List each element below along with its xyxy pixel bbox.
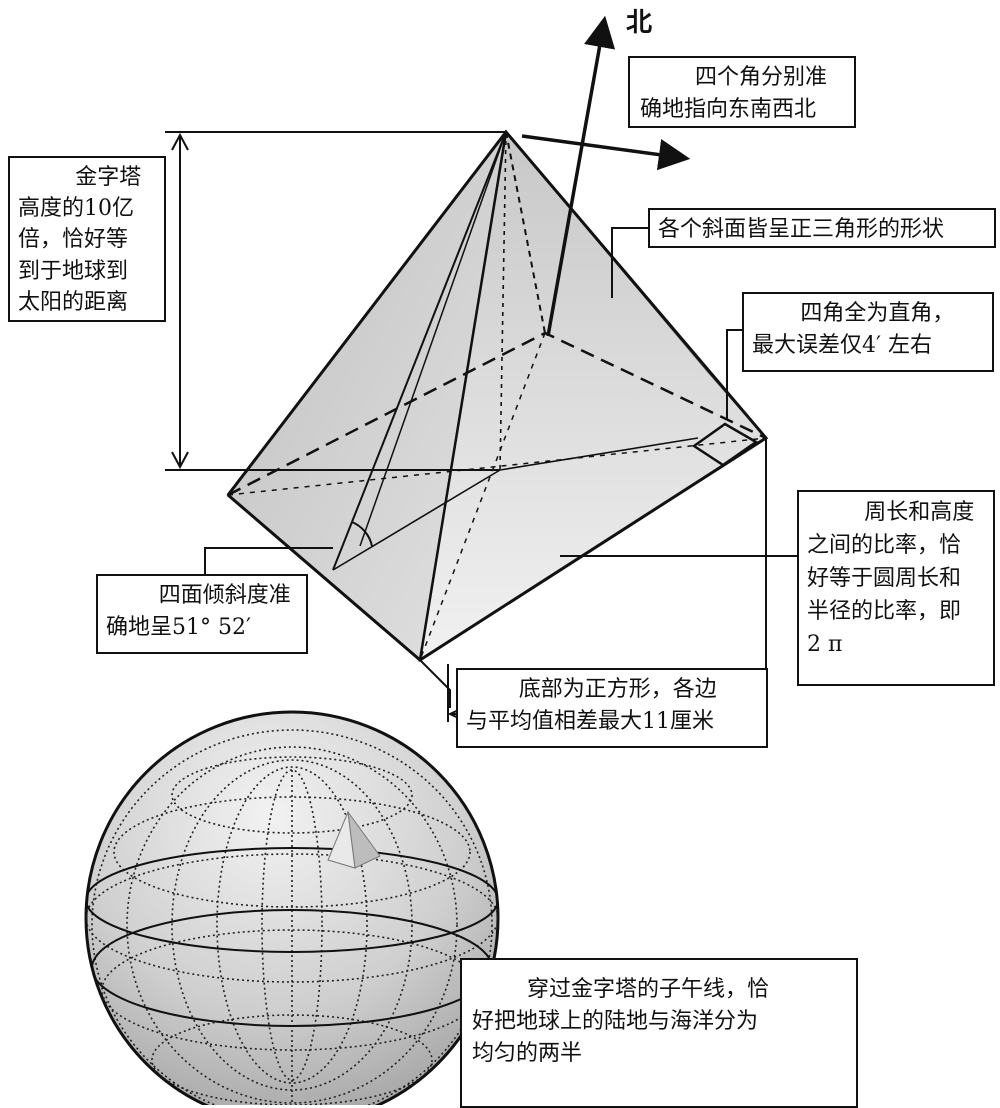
globe-latitude: [151, 1014, 433, 1105]
callout-line: 好把地球上的陆地与海洋分为: [472, 1008, 759, 1034]
callout-faces: 各个斜面皆呈正三角形的形状: [648, 208, 996, 248]
globe-meridian: [216, 766, 368, 1084]
apothem-line-2: [359, 131, 507, 547]
callout-line: 底部为正方形，各边: [518, 677, 717, 702]
callout-line: 穿过金字塔的子午线，恰: [527, 977, 770, 1002]
center-to-edge: [499, 437, 699, 471]
globe-meridian: [126, 746, 458, 1104]
base-diagonal: [227, 437, 767, 496]
globe: [84, 710, 500, 1105]
pyramid: [226, 129, 769, 663]
globe-meridian: [261, 769, 323, 1081]
callout-line: 四角全为直角，: [800, 301, 955, 326]
callout-line: 太阳的距离: [18, 289, 129, 315]
callout-ratio: 周长和高度 之间的比率，恰 好等于圆周长和 半径的比率，即 2 π: [797, 490, 995, 686]
height-dimension: [165, 131, 506, 471]
callout-line: 半径的比率，即: [807, 599, 962, 624]
callout-line: 与平均值相差最大11厘米: [466, 708, 714, 734]
base-diagonal-2: [419, 332, 546, 661]
right-angle-marker: [691, 422, 759, 467]
callout-line: 金字塔: [75, 165, 142, 190]
callout-line: 最大误差仅4′ 左右: [752, 332, 932, 358]
globe-latitude-solid: [86, 847, 498, 953]
north-arrow: [546, 15, 616, 337]
callout-line: 之间的比率，恰: [807, 533, 962, 558]
callout-line: 均匀的两半: [472, 1040, 583, 1066]
callout-line: 四面倾斜度准: [158, 583, 291, 608]
callout-meridian: 穿过金字塔的子午线，恰 好把地球上的陆地与海洋分为 均匀的两半: [460, 958, 858, 1108]
slope-angle-arc: [351, 521, 373, 547]
north-label: 北: [626, 8, 653, 38]
callout-base: 底部为正方形，各边 与平均值相差最大11厘米: [456, 668, 768, 748]
callout-corners: 四角全为直角， 最大误差仅4′ 左右: [742, 292, 994, 372]
callout-height: 金字塔 高度的10亿 倍，恰好等 到于地球到 太阳的距离: [8, 156, 166, 322]
callout-line: 好等于圆周长和: [807, 566, 962, 591]
callout-slope: 四面倾斜度准 确地呈51° 52′: [96, 574, 308, 654]
globe-meridian: [91, 729, 493, 1105]
pyramid-hidden-height: [499, 131, 507, 471]
pyramid-hidden-apex-edge: [505, 131, 546, 334]
apothem-line: [332, 131, 507, 571]
pyramid-front-edge: [418, 131, 508, 661]
callout-line: 确地指向东南西北: [640, 96, 817, 122]
callout-line: 高度的10亿: [18, 196, 134, 222]
direction-arrow: [521, 134, 691, 171]
globe-pyramid: [327, 810, 381, 869]
callout-line: 周长和高度: [864, 500, 975, 525]
callout-line: 到于地球到: [18, 258, 129, 284]
center-to-mid: [332, 469, 501, 571]
callout-line: 各个斜面皆呈正三角形的形状: [658, 217, 945, 242]
callout-line: 2 π: [807, 632, 843, 657]
callout-line: 四个角分别准: [695, 65, 828, 90]
callout-line: 倍，恰好等: [18, 227, 129, 253]
callout-line: 确地呈51° 52′: [106, 614, 251, 640]
globe-latitude: [171, 756, 413, 834]
callout-orientation: 四个角分别准 确地指向东南西北: [628, 56, 856, 128]
